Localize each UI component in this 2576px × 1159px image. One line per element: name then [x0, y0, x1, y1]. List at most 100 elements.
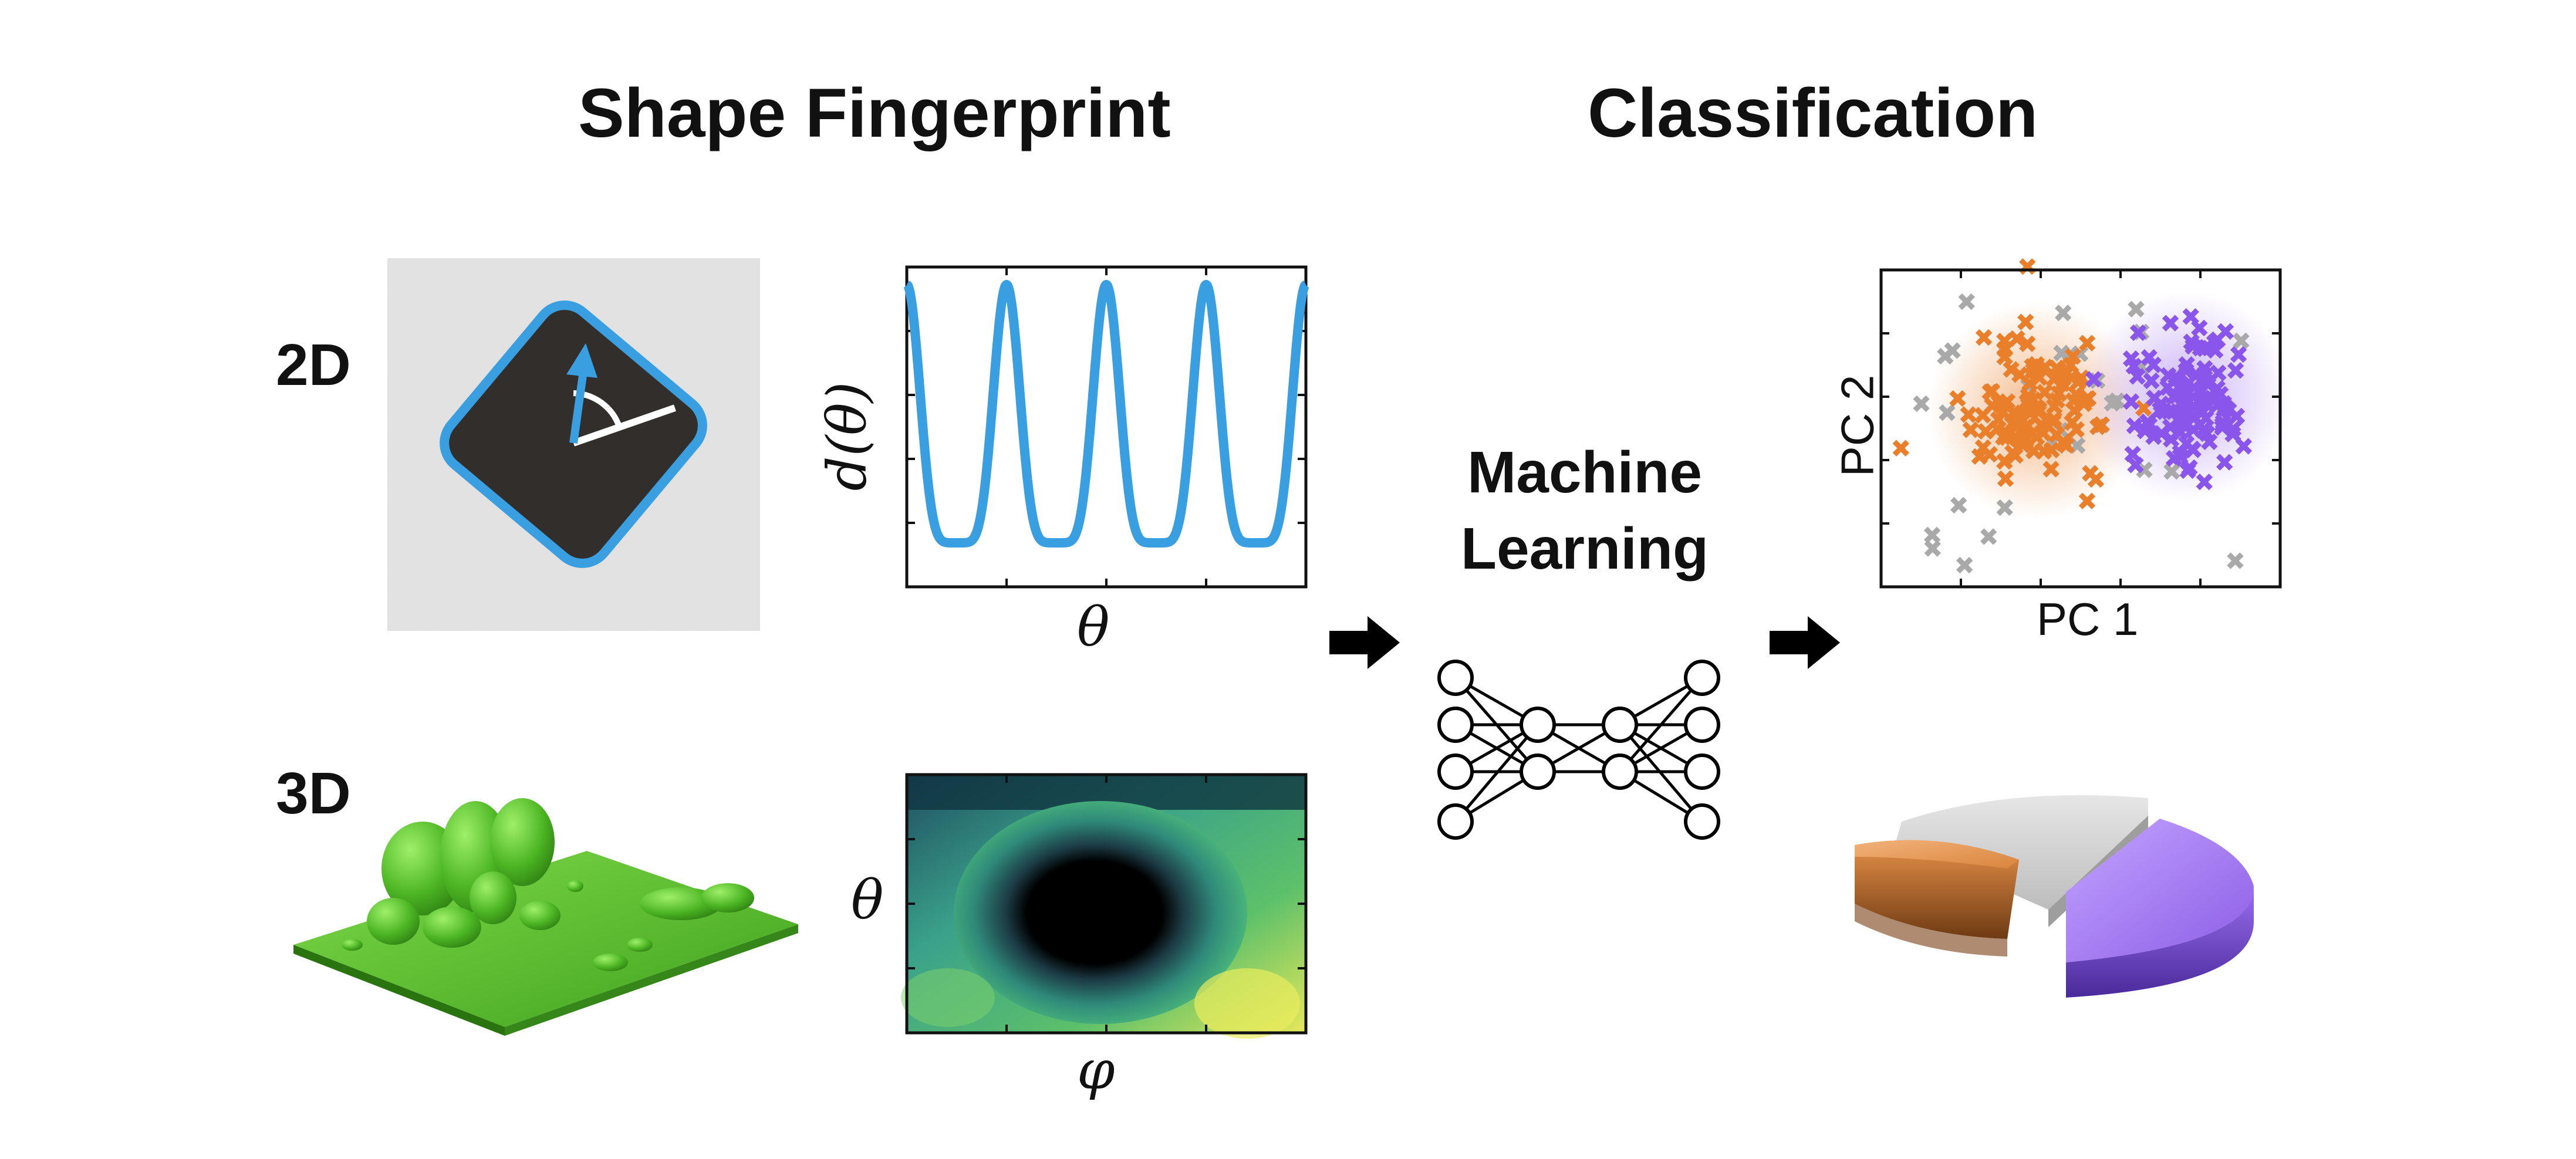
right-arrow-icon	[1770, 616, 1840, 669]
right-arrow-icon	[1329, 616, 1400, 669]
scatter-point-orange	[1984, 383, 2001, 400]
scatter-point-purple	[2162, 418, 2179, 435]
scatter-point-purple	[2122, 350, 2140, 367]
network-node	[1684, 707, 1720, 743]
scatter-point-purple	[2162, 315, 2179, 332]
scatter-point-orange	[2017, 313, 2034, 330]
scatter-point-purple	[2085, 371, 2102, 388]
pc1-xlabel: PC 1	[2037, 593, 2139, 645]
pie-slice-gray	[1896, 795, 2148, 910]
heatmap-ylabel: θ	[851, 869, 884, 931]
scatter-point-gray	[2233, 332, 2250, 349]
shape-fingerprint-title: Shape Fingerprint	[578, 75, 1171, 152]
scatter-point-purple	[2122, 393, 2140, 410]
network-node	[1437, 707, 1474, 743]
scatter-point-purple	[2178, 356, 2195, 373]
network-edge	[1619, 677, 1703, 773]
scatter-point-gray	[1944, 342, 1961, 359]
scatter-point-orange	[1974, 407, 1991, 424]
scatter-point-purple	[2235, 438, 2253, 455]
d-theta-plot	[903, 265, 1310, 589]
scatter-point-orange	[2092, 416, 2110, 433]
scatter-point-purple	[2124, 445, 2141, 462]
scatter-point-purple	[2185, 421, 2202, 438]
scatter-point-gray	[1939, 404, 1956, 421]
scatter-point-orange	[2079, 390, 2097, 407]
scatter-point-purple	[2214, 416, 2231, 434]
scatter-point-purple	[2129, 368, 2146, 385]
scatter-point-gray	[1913, 395, 1930, 413]
scatter-point-orange	[2043, 441, 2060, 459]
scatter-point-purple	[2197, 410, 2214, 427]
scatter-point-purple	[2175, 383, 2192, 401]
learning-label: Learning	[1460, 516, 1709, 582]
scatter-point-orange	[2025, 362, 2042, 379]
scatter-point-orange	[1981, 446, 1998, 463]
scatter-point-purple	[2136, 423, 2153, 440]
network-node	[1684, 660, 1720, 696]
pca-scatter-plot	[1879, 258, 2292, 589]
scatter-point-orange	[2004, 415, 2021, 432]
scatter-point-orange	[2030, 404, 2047, 421]
theta-phi-heatmap	[901, 773, 1308, 1039]
scatter-point-orange	[2010, 431, 2028, 448]
scatter-point-orange	[1997, 470, 2014, 487]
scatter-point-purple	[2152, 396, 2170, 413]
scatter-point-gray	[1980, 528, 1997, 545]
scatter-point-orange	[1975, 329, 1993, 346]
scatter-point-orange	[2068, 421, 2085, 438]
scatter-point-orange	[1977, 423, 1994, 440]
d-theta-ylabel: d(θ)	[815, 381, 879, 491]
network-node	[1437, 753, 1474, 790]
scatter-point-orange	[1962, 421, 1979, 438]
scatter-point-gray	[2055, 305, 2072, 322]
pie-slice-purple	[2066, 819, 2254, 962]
scatter-point-purple	[2212, 386, 2229, 403]
scatter-point-purple	[2193, 396, 2210, 413]
scatter-point-orange	[2072, 369, 2090, 386]
pc2-ylabel: PC 2	[1831, 374, 1883, 477]
scatter-point-gray	[2108, 392, 2125, 410]
scatter-point-purple	[2196, 366, 2213, 383]
scatter-point-gray	[1958, 293, 1975, 310]
scatter-point-purple	[2201, 433, 2218, 451]
scatter-point-purple	[2145, 356, 2162, 373]
machine-label: Machine	[1467, 440, 1703, 505]
scatter-point-orange	[2007, 447, 2024, 464]
classification-title: Classification	[1588, 75, 2038, 152]
machine-learning-label: Machine Learning	[1420, 434, 1749, 587]
d-theta-xlabel: θ	[1077, 596, 1110, 658]
scatter-point-orange	[1996, 333, 2013, 350]
scatter-point-purple	[2199, 376, 2217, 393]
scatter-point-gray	[1996, 499, 2013, 516]
scatter-point-gray	[1956, 556, 1973, 574]
network-node	[1437, 660, 1474, 696]
heatmap-xlabel: φ	[1077, 1039, 1115, 1101]
scatter-point-gray	[2163, 463, 2180, 480]
scatter-point-orange	[2058, 437, 2075, 454]
scatter-point-purple	[2172, 448, 2189, 465]
scatter-point-orange	[2020, 387, 2037, 405]
scatter-point-orange	[2019, 335, 2036, 353]
d-theta-curve	[903, 280, 1310, 548]
row-label-2d: 2D	[276, 332, 351, 398]
scatter-point-purple	[2126, 417, 2143, 434]
scatter-point-orange	[1949, 390, 1966, 407]
scatter-point-orange	[2066, 402, 2083, 419]
scatter-point-purple	[2230, 346, 2247, 363]
scatter-point-purple	[2227, 362, 2244, 379]
scatter-point-purple	[2182, 308, 2199, 325]
scatter-point-gray	[2128, 300, 2145, 317]
scatter-point-orange	[2078, 492, 2096, 509]
scatter-point-orange	[2008, 330, 2025, 347]
scatter-point-gray	[1950, 496, 1967, 514]
scatter-point-gray	[1923, 526, 1941, 544]
network-node	[1602, 753, 1638, 790]
network-node	[1520, 753, 1556, 790]
scatter-point-gray	[2227, 552, 2244, 569]
scatter-point-purple	[2179, 462, 2196, 479]
scatter-point-orange	[2034, 424, 2052, 441]
scatter-point-purple	[2216, 454, 2233, 471]
network-node	[1602, 707, 1638, 743]
scatter-point-purple	[2143, 372, 2160, 390]
